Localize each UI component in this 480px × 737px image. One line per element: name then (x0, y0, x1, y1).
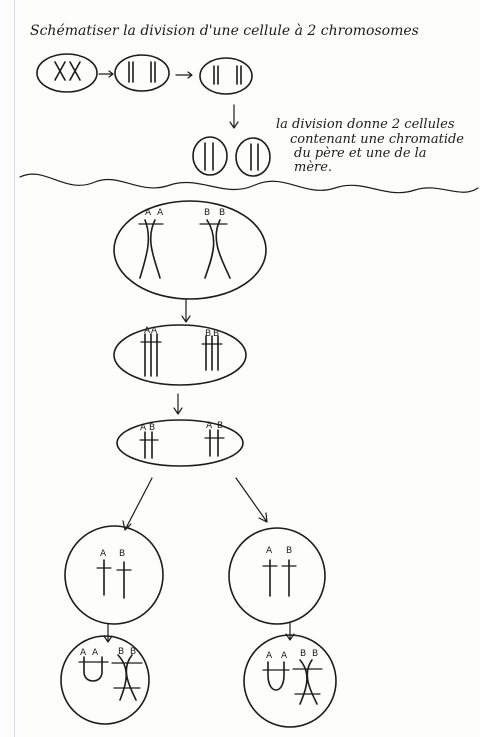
allele-label: B (118, 647, 124, 657)
note-text: la division donne 2 cellules contenant u… (276, 117, 464, 175)
allele-label: A (157, 208, 164, 218)
note-line-4: mère. (294, 160, 332, 175)
wavy-separator (20, 174, 478, 193)
arrow-top-1 (99, 71, 113, 77)
arrow-right (236, 478, 267, 522)
allele-label: B (213, 329, 219, 339)
allele-label: B (312, 649, 318, 659)
note-line-2: contenant une chromatide (290, 132, 464, 147)
arrow-left (123, 478, 152, 530)
arrow-down-top (230, 105, 238, 128)
allele-label: B (149, 423, 155, 433)
allele-label: A (151, 326, 158, 336)
daughter-cell-1 (193, 137, 227, 175)
allele-label: B (204, 208, 210, 218)
allele-label: A (266, 651, 273, 661)
allele-label: A (80, 648, 87, 658)
note-line-3: du père et une de la (294, 146, 427, 161)
allele-label: B (217, 421, 223, 431)
arrow-down-left (104, 624, 112, 642)
allele-label: B (119, 549, 125, 559)
cell-top-1 (37, 54, 97, 92)
cell-metaphase: A A B B (114, 325, 246, 385)
allele-label: B (205, 329, 211, 339)
note-line-1: la division donne 2 cellules (276, 117, 455, 132)
allele-label: A (145, 208, 152, 218)
arrow-down-right (286, 622, 294, 640)
cell-top-3 (200, 58, 252, 94)
allele-label: B (219, 208, 225, 218)
arrow-top-2 (176, 72, 192, 78)
allele-label: B (300, 649, 306, 659)
cell-bottom-left: A A B B (61, 636, 149, 724)
cell-anaphase: A B A B (117, 420, 243, 466)
cell-top-2 (115, 55, 169, 91)
allele-label: A (266, 546, 273, 556)
daughter-cell-2 (236, 138, 270, 176)
arrow-down-2 (174, 394, 182, 414)
allele-label: A (140, 423, 147, 433)
cell-crossing-over: A A B B (114, 201, 266, 299)
arrow-down-1 (182, 300, 190, 322)
allele-label: B (286, 546, 292, 556)
page-title: Schématiser la division d'une cellule à … (30, 23, 419, 39)
allele-label: A (206, 421, 213, 431)
allele-label: A (144, 326, 151, 336)
cell-bottom-right: A A B B (244, 635, 336, 727)
allele-label: A (281, 651, 288, 661)
allele-label: B (130, 647, 136, 657)
allele-label: A (100, 549, 107, 559)
cell-lower-left: A B (65, 526, 163, 624)
cell-lower-right: A B (229, 528, 325, 624)
allele-label: A (92, 648, 99, 658)
